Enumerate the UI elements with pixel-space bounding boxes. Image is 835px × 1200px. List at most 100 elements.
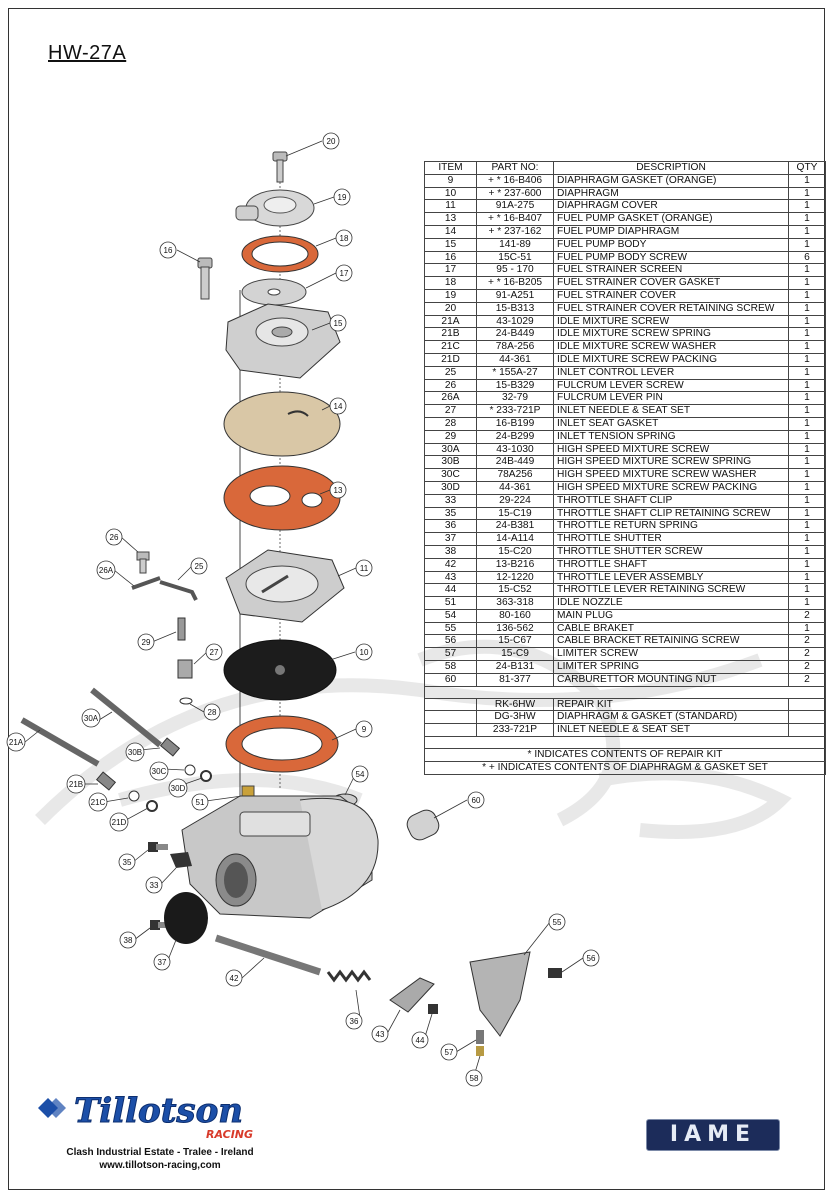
cell-item: 11 xyxy=(424,199,477,214)
cell-item: 55 xyxy=(424,621,477,636)
callout-label: 42 xyxy=(230,974,239,983)
cell-qty: 1 xyxy=(788,570,826,585)
cell-item: 35 xyxy=(424,506,477,521)
callout-circle xyxy=(329,314,347,332)
cell-item: 9 xyxy=(424,173,477,188)
cell-part-no: 15-C52 xyxy=(476,583,554,598)
cell-qty: 1 xyxy=(788,532,826,546)
spacer-cell xyxy=(424,685,826,699)
cell-description: CABLE BRAKET xyxy=(553,621,789,636)
callout-circle xyxy=(105,528,123,546)
cell-description: FUEL PUMP BODY xyxy=(553,237,789,252)
part-11-diaphragm-cover xyxy=(225,549,345,623)
cell-qty: 1 xyxy=(788,340,826,354)
cell-item: 17 xyxy=(424,263,477,278)
note-text: * INDICATES CONTENTS OF REPAIR KIT xyxy=(424,748,826,762)
part-21D-packing xyxy=(146,800,158,812)
part-33-clip xyxy=(170,852,192,868)
cell-qty: 1 xyxy=(788,583,826,598)
part-18-gasket xyxy=(241,235,319,273)
callout-circle xyxy=(345,1012,363,1030)
cell-description: INLET TENSION SPRING xyxy=(553,429,789,444)
part-15-pump-body xyxy=(225,303,341,379)
model-title: HW-27A xyxy=(48,42,127,64)
callout-circle xyxy=(190,557,208,575)
cell-part-no: 15-B313 xyxy=(476,301,554,316)
callout-circle xyxy=(582,949,600,967)
part-43-throttle-lever xyxy=(389,977,435,1013)
address-line-1: Clash Industrial Estate - Tralee - Irela… xyxy=(66,1147,254,1158)
cell-item: 28 xyxy=(424,416,477,431)
callout-circle xyxy=(205,643,223,661)
cell-qty: 1 xyxy=(788,173,826,188)
cell-description: FULCRUM LEVER PIN xyxy=(553,391,789,406)
callout-label: 13 xyxy=(334,486,343,495)
cell-part-no: + * 237-600 xyxy=(476,186,554,201)
cell-item: 10 xyxy=(424,186,477,201)
callout-circle xyxy=(66,774,86,794)
cell-qty: 1 xyxy=(788,596,826,610)
cell-qty: 1 xyxy=(788,544,826,559)
part-55-cable-bracket xyxy=(469,951,531,1037)
callout-circle xyxy=(351,765,369,783)
callout-label: 38 xyxy=(124,936,133,945)
logo-racing: RACING xyxy=(206,1128,253,1141)
logo-brand: Tillotson xyxy=(74,1091,243,1131)
part-9-gasket xyxy=(225,715,339,773)
cell-description: REPAIR KIT xyxy=(553,697,789,712)
cell-item: 14 xyxy=(424,224,477,239)
callout-label: 10 xyxy=(360,648,369,657)
callout-label: 21D xyxy=(112,818,127,827)
logo-diamond-icon xyxy=(38,1098,66,1118)
callout-label: 36 xyxy=(350,1017,359,1026)
cell-part-no: 363-318 xyxy=(476,596,554,610)
callout-label: 44 xyxy=(416,1036,425,1045)
callout-circle xyxy=(329,397,347,415)
callout-circle xyxy=(335,229,353,247)
cell-description: MAIN PLUG xyxy=(553,608,789,623)
cell-description: DIAPHRAGM xyxy=(553,186,789,201)
part-28-seat-gasket xyxy=(179,697,193,705)
cell-part-no: DG-3HW xyxy=(476,710,554,725)
callout-circle xyxy=(125,742,145,762)
cell-description: IDLE MIXTURE SCREW SPRING xyxy=(553,327,789,342)
leader-lines xyxy=(24,140,584,1077)
cell-item: 30A xyxy=(424,442,477,457)
cell-qty: 1 xyxy=(788,237,826,252)
cell-item: 20 xyxy=(424,301,477,316)
cell-item: 30B xyxy=(424,455,477,470)
callout-label: 28 xyxy=(208,708,217,717)
callout-label: 26 xyxy=(110,533,119,542)
cell-qty: 1 xyxy=(788,416,826,431)
callout-label: 54 xyxy=(356,770,365,779)
cell-qty: 1 xyxy=(788,199,826,214)
callout-circle xyxy=(159,241,177,259)
cell-part-no: 15C-51 xyxy=(476,250,554,265)
callout-label: 55 xyxy=(553,918,562,927)
cell-item: 37 xyxy=(424,532,477,546)
cell-qty: 1 xyxy=(788,224,826,239)
table-spacer xyxy=(424,685,826,699)
cell-part-no: 15-C20 xyxy=(476,544,554,559)
cell-description: FUEL STRAINER COVER GASKET xyxy=(553,276,789,290)
cell-qty: 1 xyxy=(788,493,826,508)
cell-description: INLET CONTROL LEVER xyxy=(553,365,789,380)
